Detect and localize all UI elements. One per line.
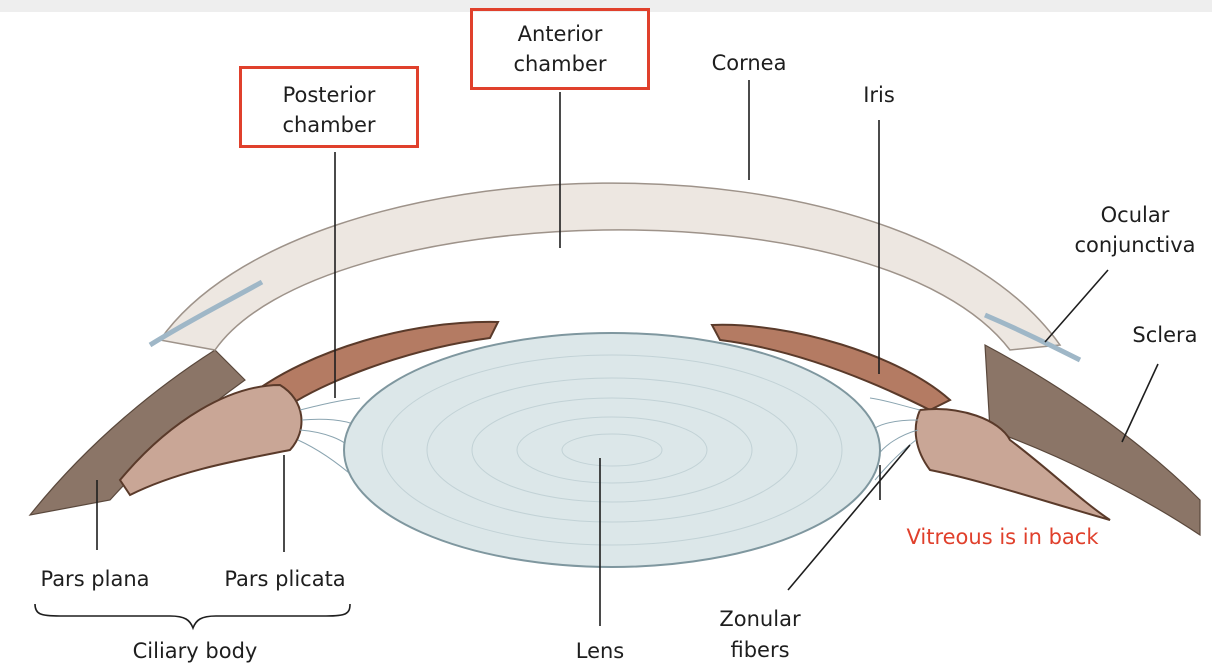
posterior-chamber-label: Posterior chamber: [239, 80, 419, 140]
vitreous-note: Vitreous is in back: [895, 522, 1110, 552]
ocular-conjunctiva-label: Ocular conjunctiva: [1060, 200, 1210, 260]
pars-plicata-label: Pars plicata: [205, 564, 365, 594]
sclera-label: Sclera: [1120, 320, 1210, 350]
leader-ocular-conjunctiva: [1045, 270, 1108, 342]
cornea: [160, 183, 1060, 350]
lens-label: Lens: [560, 636, 640, 666]
cornea-label: Cornea: [689, 48, 809, 78]
zonular-fibers-label: Zonular fibers: [690, 604, 830, 666]
leader-sclera: [1122, 364, 1158, 442]
iris-label: Iris: [840, 80, 918, 110]
lens: [344, 333, 880, 567]
pars-plana-label: Pars plana: [20, 564, 170, 594]
anterior-chamber-label: Anterior chamber: [470, 19, 650, 79]
ciliary-body-brace: [35, 604, 350, 628]
ciliary-body-label: Ciliary body: [110, 636, 280, 666]
